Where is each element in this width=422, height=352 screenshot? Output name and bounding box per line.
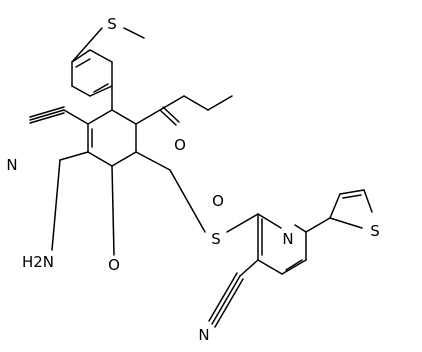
bond-line xyxy=(93,83,109,93)
bond-line xyxy=(111,109,137,125)
bond-line xyxy=(294,224,307,233)
bond-line xyxy=(285,259,303,271)
bond-line xyxy=(89,49,113,63)
bond-line xyxy=(159,109,177,126)
bond-line xyxy=(214,278,244,328)
bond-line xyxy=(111,151,137,167)
bond-line xyxy=(29,106,65,118)
atom-s-thioether: S xyxy=(211,230,221,248)
bond-line xyxy=(87,151,113,167)
bond-line xyxy=(211,275,241,325)
atom-o-carbonyl: O xyxy=(174,136,186,154)
bond-line xyxy=(329,217,363,229)
bond-line xyxy=(29,109,65,121)
bond-line xyxy=(207,95,233,111)
bond-line xyxy=(169,169,206,233)
bond-line xyxy=(339,189,365,195)
bond-line xyxy=(71,49,91,63)
bond-line xyxy=(257,213,282,229)
bond-line xyxy=(162,106,180,123)
bond-line xyxy=(363,189,373,213)
bond-line xyxy=(59,151,89,161)
atom-s-thiophene: S xyxy=(370,222,380,240)
atom-nh2-amino: H2N xyxy=(22,253,54,271)
bond-line xyxy=(159,95,185,111)
atom-o-pyran-ring: O xyxy=(108,256,120,274)
atom-n-pyridine: N xyxy=(282,230,293,248)
bond-line xyxy=(71,27,103,63)
atom-labels: S O O N H2N O S N S N xyxy=(6,15,379,344)
bond-line xyxy=(342,194,362,199)
bond-line xyxy=(51,159,61,251)
bond-line xyxy=(63,109,89,125)
bond-line xyxy=(75,58,91,68)
bond-line xyxy=(89,85,113,97)
bond-line xyxy=(111,165,115,256)
bond-line xyxy=(305,217,331,233)
bond-line xyxy=(183,95,209,111)
bond-line xyxy=(71,85,91,97)
atom-s-methylthio: S xyxy=(107,15,117,33)
bond-line xyxy=(257,259,283,275)
bond-line xyxy=(281,259,307,275)
bond-line xyxy=(329,193,341,219)
bond-line xyxy=(226,213,259,233)
bond-line xyxy=(208,272,238,322)
bond-lines xyxy=(29,27,373,328)
bond-line xyxy=(239,259,259,277)
atom-n-cyano-pyridine: N xyxy=(198,326,209,344)
bond-line xyxy=(87,109,113,125)
atom-n-cyano-pyran: N xyxy=(6,156,17,174)
bond-line xyxy=(123,27,145,39)
bond-line xyxy=(135,109,161,125)
bond-line xyxy=(29,112,65,124)
atom-o-ester: O xyxy=(212,192,224,210)
bond-line xyxy=(135,151,171,171)
